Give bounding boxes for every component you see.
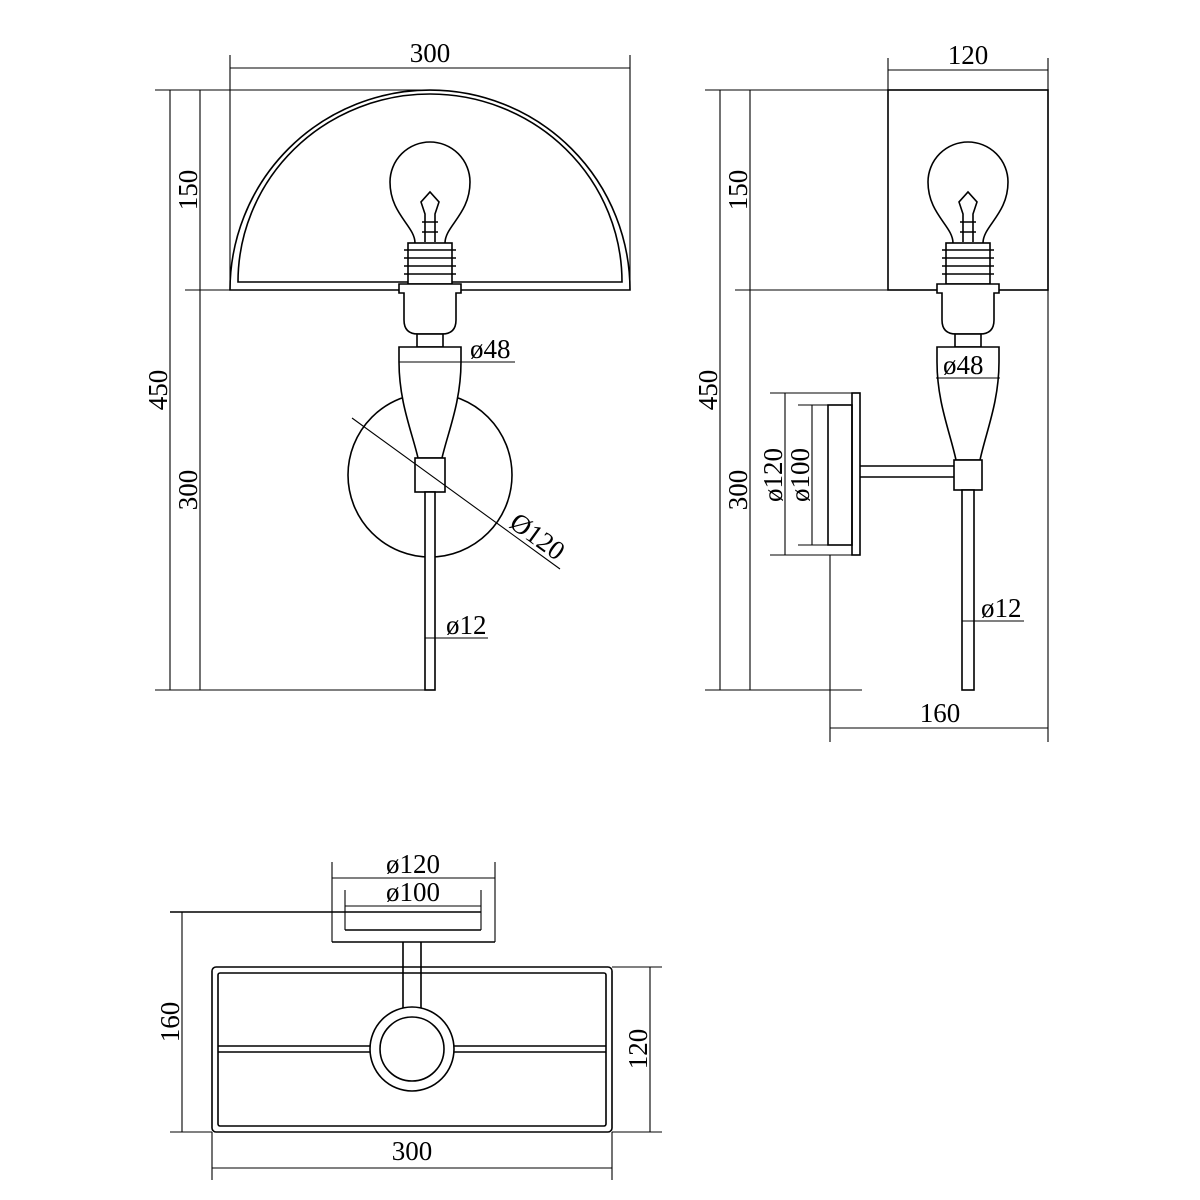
top-projection-label: 160 [155, 1002, 185, 1043]
top-backplate-inner-label: ø100 [386, 877, 440, 907]
side-rod [961, 489, 975, 691]
side-socket-neck [954, 333, 982, 348]
side-rod-diameter-label: ø12 [981, 593, 1022, 623]
side-bulb-assembly [927, 141, 1009, 691]
side-backplate-outer [851, 392, 861, 556]
front-lower-height-label: 300 [173, 470, 203, 511]
front-backplate-diameter-leader [351, 417, 561, 570]
top-depth-label: 120 [623, 1029, 653, 1070]
front-shade-outer-arc [229, 89, 631, 291]
front-socket-body [407, 242, 453, 285]
top-arm [402, 942, 422, 1008]
front-socket-neck [416, 333, 444, 348]
front-bulb-assembly [389, 141, 471, 691]
side-backplate-inner [827, 404, 853, 546]
front-holder-body [398, 346, 462, 459]
top-socket-inner-circle [379, 1016, 445, 1082]
front-total-height-label: 450 [143, 370, 173, 411]
front-shade-inner-arc [237, 93, 623, 283]
side-projection-label: 160 [920, 698, 961, 728]
top-socket-outer-circle [369, 1006, 455, 1092]
top-backplate-outer-label: ø120 [386, 849, 440, 879]
side-arm [860, 465, 955, 478]
front-socket-cup [398, 283, 462, 335]
front-width-label: 300 [410, 38, 451, 68]
side-socket-body [945, 242, 991, 285]
top-view: ø120 ø100 160 120 300 [155, 849, 662, 1180]
top-shade-outer [211, 966, 613, 1133]
side-backplate-outer-label: ø120 [758, 448, 788, 502]
top-width-label: 300 [392, 1136, 433, 1166]
side-socket-cup [936, 283, 1000, 335]
front-rod-diameter-label: ø12 [446, 610, 487, 640]
front-rod [424, 491, 436, 691]
top-shade-inner [217, 972, 607, 1127]
front-backplate-diameter-label: Ø120 [504, 507, 570, 567]
side-holder-collar [953, 459, 983, 491]
side-lower-height-label: 300 [723, 470, 753, 511]
front-view: 300 150 450 300 ø48 Ø120 ø12 [143, 38, 631, 691]
side-total-height-label: 450 [693, 370, 723, 411]
front-shade-height-label: 150 [173, 170, 203, 211]
side-socket-threads [942, 249, 994, 275]
side-bulb-filament [958, 190, 978, 242]
side-shade-height-label: 150 [723, 170, 753, 211]
front-holder-diameter-label: ø48 [470, 334, 511, 364]
front-bulb-filament [420, 190, 440, 242]
side-depth-label: 120 [948, 40, 989, 70]
front-socket-threads [404, 249, 456, 275]
side-holder-diameter-label: ø48 [943, 350, 984, 380]
side-view: 120 150 450 300 ø120 ø100 160 [693, 40, 1049, 742]
side-backplate-inner-label: ø100 [785, 448, 815, 502]
